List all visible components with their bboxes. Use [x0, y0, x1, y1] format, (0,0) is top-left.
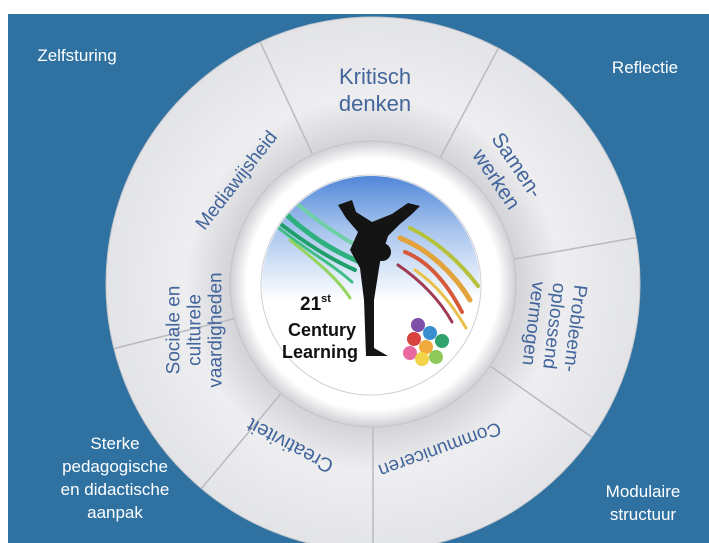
corner-label-top-left: Zelfsturing: [22, 44, 132, 67]
segment-divider: [439, 47, 500, 159]
logo-century: Century: [288, 320, 356, 340]
segment-label-line: Kritisch: [339, 64, 411, 89]
logo: 21st Century Learning: [260, 174, 482, 396]
corner-text: pedagogische: [62, 457, 168, 476]
corner-label-bottom-right: Modulaire structuur: [578, 480, 708, 526]
corner-label-top-right: Reflectie: [585, 56, 705, 79]
segment-label-line: culturele: [185, 294, 206, 366]
corner-text: en didactische: [60, 480, 170, 499]
segment-divider: [513, 236, 637, 260]
segment-label-line: Sociale en: [164, 286, 185, 375]
segment-divider: [200, 393, 282, 490]
corner-text: structuur: [609, 505, 677, 524]
segment-divider: [113, 317, 235, 350]
logo-number: 21st: [300, 293, 331, 315]
corner-text: Sterke: [90, 434, 140, 453]
corner-text: Modulaire: [605, 482, 681, 501]
segment-label-line: denken: [339, 91, 411, 116]
corner-text: Zelfsturing: [37, 46, 117, 65]
logo-hexagon-cluster: [403, 318, 449, 366]
corner-label-bottom-left: Sterke pedagogische en didactische aanpa…: [20, 432, 210, 524]
logo-learning: Learning: [282, 342, 358, 362]
dancer-silhouette: [338, 200, 420, 356]
segment-divider: [259, 41, 314, 155]
segment-label-line: vaardigheden: [206, 272, 227, 387]
corner-text: Reflectie: [611, 58, 679, 77]
segment-divider: [489, 365, 593, 438]
segment-dividers: [113, 41, 637, 543]
corner-text: aanpak: [87, 503, 143, 522]
